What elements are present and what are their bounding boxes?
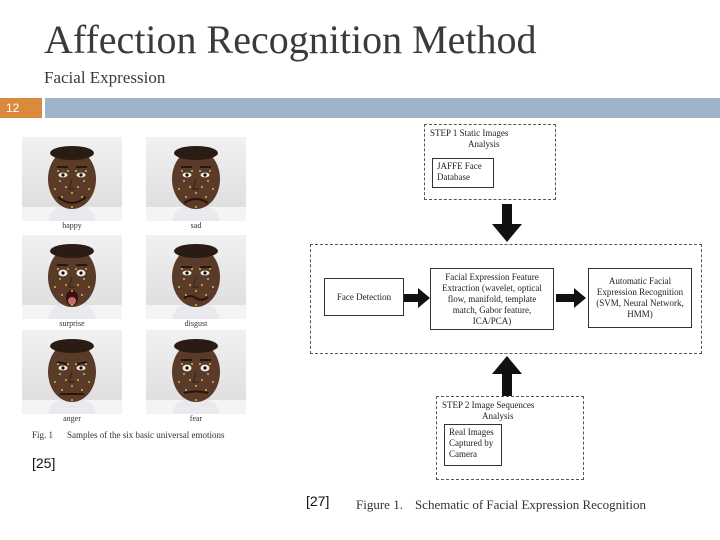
jaffe-database-box: JAFFE Face Database (432, 158, 494, 188)
feature-line: Facial Expression Feature (445, 271, 539, 282)
recognition-line: HMM) (627, 309, 653, 319)
face-caption: happy (62, 221, 82, 230)
slide-title: Affection Recognition Method (44, 17, 537, 62)
face-illustration (146, 244, 246, 319)
recognition-line: (SVM, Neural Network, (596, 298, 684, 308)
slide-number: 12 (0, 98, 42, 118)
up-arrow-icon (492, 356, 522, 396)
face-photo-surprise (22, 235, 122, 319)
header-bar (45, 98, 720, 118)
feature-line: ICA/PCA) (472, 315, 512, 326)
face-cell-anger: anger (22, 330, 122, 426)
step2-label-line: Analysis (482, 411, 514, 421)
feature-line: match, Gabor feature, (452, 304, 532, 315)
face-caption: sad (190, 221, 202, 230)
face-illustration (22, 339, 122, 414)
step2-frame (436, 396, 584, 480)
face-photo-disgust (146, 235, 246, 319)
figure-caption-text: Samples of the six basic universal emoti… (67, 430, 225, 440)
reference-left: [25] (32, 455, 56, 471)
feature-line: Extraction (wavelet, optical (442, 282, 542, 293)
step1-label-line: STEP 1 Static Images (430, 128, 509, 138)
schematic-diagram: STEP 1 Static Images Analysis JAFFE Face… (306, 122, 720, 482)
face-photo-sad (146, 137, 246, 221)
face-illustration (146, 339, 246, 414)
emotion-samples-figure: happy sad surprise disgust anger fear Fi… (22, 132, 262, 444)
face-illustration (22, 244, 122, 319)
feature-line: flow, manifold, template (447, 293, 537, 304)
face-detection-text: Face Detection (336, 291, 392, 302)
recognition-line: Expression Recognition (596, 287, 684, 297)
face-photo-anger (22, 330, 122, 414)
feature-extraction-box: Facial Expression Feature Extraction (wa… (430, 268, 554, 330)
figure-caption-label: Fig. 1 (32, 430, 54, 440)
step1-label-line: Analysis (468, 139, 500, 149)
real-images-box: Real Images Captured by Camera (444, 424, 502, 466)
face-cell-happy: happy (22, 137, 122, 233)
face-caption: disgust (184, 319, 208, 328)
recognition-line: Automatic Facial (608, 276, 672, 286)
step2-label: STEP 2 Image Sequences Analysis (442, 400, 534, 422)
face-caption: surprise (59, 319, 85, 328)
face-caption: fear (189, 414, 203, 423)
face-cell-surprise: surprise (22, 235, 122, 331)
processing-frame (310, 244, 702, 354)
step1-frame (424, 124, 556, 200)
step1-label: STEP 1 Static Images Analysis (430, 128, 508, 150)
schematic-caption-label: Figure 1. (356, 497, 403, 512)
real-line: Camera (449, 449, 477, 459)
real-line: Real Images (449, 427, 494, 437)
face-cell-sad: sad (146, 137, 246, 233)
schematic-caption: Figure 1. Schematic of Facial Expression … (356, 497, 646, 513)
down-arrow-icon (492, 204, 522, 242)
face-detection-box: Face Detection (324, 278, 404, 316)
face-illustration (146, 146, 246, 221)
jaffe-line: Database (437, 172, 470, 182)
face-photo-fear (146, 330, 246, 414)
slide-subtitle: Facial Expression (44, 68, 166, 87)
step2-label-line: STEP 2 Image Sequences (442, 400, 535, 410)
schematic-caption-text: Schematic of Facial Expression Recogniti… (414, 497, 647, 512)
face-caption: anger (63, 414, 81, 423)
figure-caption: Fig. 1 Samples of the six basic universal… (32, 430, 225, 440)
right-arrow-icon (404, 288, 430, 308)
face-illustration (22, 146, 122, 221)
face-cell-disgust: disgust (146, 235, 246, 331)
reference-right: [27] (306, 493, 330, 509)
jaffe-line: JAFFE Face (437, 161, 482, 171)
right-arrow-icon (556, 288, 586, 308)
real-line: Captured by (449, 438, 494, 448)
recognition-box: Automatic Facial Expression Recognition … (588, 268, 692, 328)
face-photo-happy (22, 137, 122, 221)
face-cell-fear: fear (146, 330, 246, 426)
